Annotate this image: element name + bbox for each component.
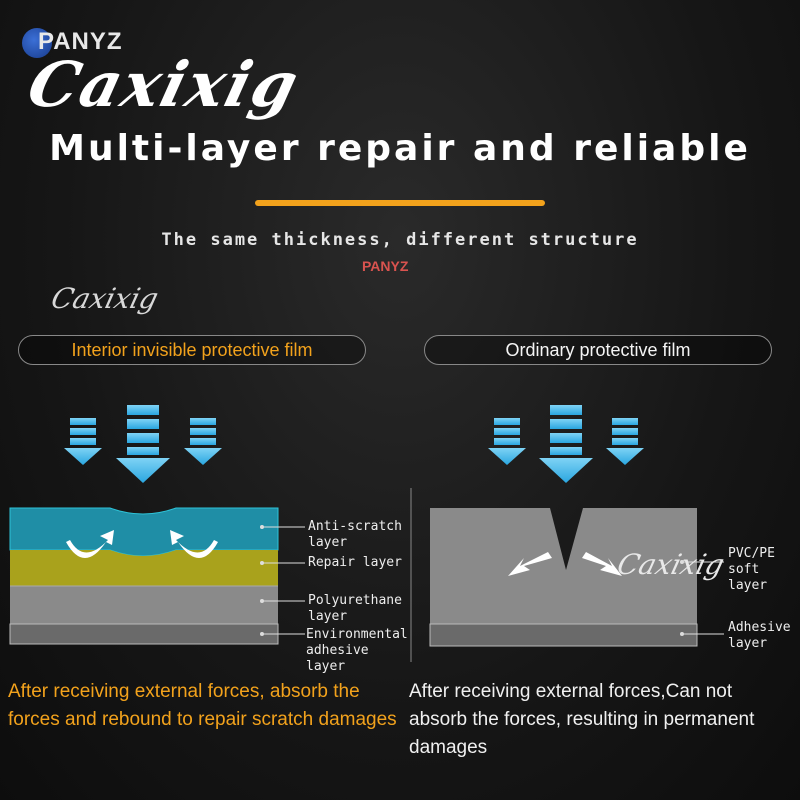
right-force-arrows-icon (488, 405, 644, 483)
left-layer-label: Anti-scratch layer (308, 519, 402, 550)
rebound-arrow-left-icon (66, 530, 114, 558)
right-pill-label: Ordinary protective film (424, 335, 772, 365)
right-layer-label: PVC/PE soft layer (728, 546, 775, 593)
brand-badge-icon (22, 28, 52, 58)
left-force-arrows-icon (64, 405, 222, 483)
right-layer-label: Adhesive layer (728, 620, 791, 651)
left-description: After receiving external forces, absorb … (8, 681, 397, 730)
watermark-small: PANYZ (362, 258, 409, 274)
page-subtitle: The same thickness, different structure (161, 230, 639, 250)
right-film-layers (429, 508, 724, 647)
left-layer-label: Polyurethane layer (308, 593, 402, 624)
right-watermark: Caxixig (613, 548, 728, 581)
rebound-arrow-right-icon (170, 530, 218, 558)
left-pill-label: Interior invisible protective film (18, 335, 366, 365)
left-film-layers (9, 507, 305, 645)
push-arrow-left-icon (508, 552, 552, 576)
left-layer-label: Repair layer (308, 555, 402, 570)
page-title: Multi-layer repair and reliable (49, 128, 751, 169)
title-underline (255, 200, 545, 206)
push-arrow-right-icon (582, 552, 622, 576)
right-description: After receiving external forces,Can not … (409, 681, 755, 758)
left-layer-label: Environmental adhesive layer (306, 627, 408, 674)
brand-prefix: PANYZ (38, 28, 123, 55)
